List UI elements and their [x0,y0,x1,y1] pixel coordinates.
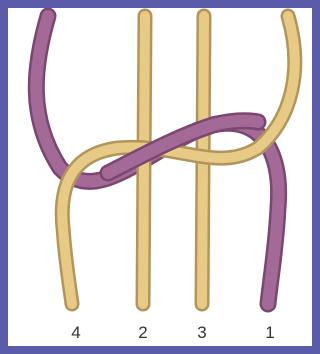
cord-label-2: 2 [138,323,147,342]
cord-label-4: 4 [71,323,80,342]
cord-label-1: 1 [265,323,274,342]
knot-diagram: 4 2 3 1 [8,8,312,346]
cord-4-working-tan [62,16,295,304]
cord-label-3: 3 [197,323,206,342]
